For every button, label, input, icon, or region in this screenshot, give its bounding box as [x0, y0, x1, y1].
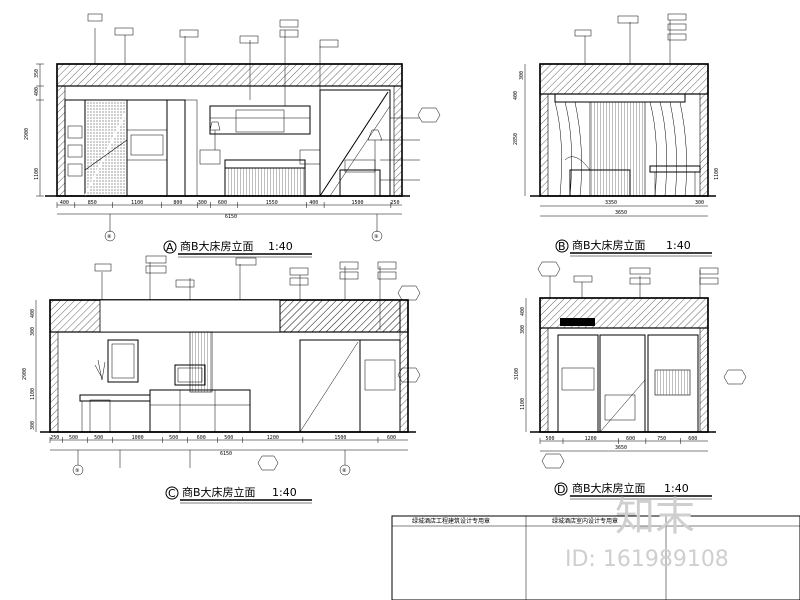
elevation-title: 商B大床房立面: [572, 238, 646, 252]
dim-label: 600: [688, 436, 697, 442]
dim-label: 1500: [334, 435, 346, 441]
grid-marker: ⑨: [374, 234, 379, 240]
title-block-col2: 绿城酒店室内设计专用章: [552, 517, 618, 525]
height-dim: 300: [30, 327, 36, 336]
height-dim: 400: [513, 91, 519, 100]
dim-label: 250: [390, 200, 399, 206]
elevation-letter: A: [166, 241, 174, 254]
height-dim: 350: [34, 69, 40, 78]
elevation-a: 350 400 2900 1100 400 850 1100 800 300 600 155…: [24, 13, 441, 258]
height-dim: 400: [520, 307, 526, 316]
height-dim: 400: [30, 309, 36, 318]
dim-label: 1200: [267, 435, 279, 441]
dim-label: 400: [60, 200, 69, 206]
dim-b: 3350: [605, 200, 617, 206]
height-dim: 1100: [520, 398, 526, 410]
dim-label: 600: [218, 200, 227, 206]
dim-label: 1100: [131, 200, 143, 206]
watermark-id: ID: 161989108: [565, 547, 729, 572]
dim-b: 300: [695, 200, 704, 206]
ceiling-slab: [56, 63, 403, 87]
total-dim: 6150: [225, 214, 237, 220]
dim-label: 850: [88, 200, 97, 206]
dim-label: 500: [224, 435, 233, 441]
dim-label: 1500: [351, 200, 363, 206]
total-dim: 6150: [220, 451, 232, 457]
elevation-letter: B: [558, 240, 566, 253]
dim-label: 600: [197, 435, 206, 441]
height-dim: 400: [34, 87, 40, 96]
elevation-letter: C: [168, 487, 176, 500]
elevation-scale: 1:40: [272, 486, 297, 499]
height-dim: 2900: [24, 128, 30, 140]
dim-label: 750: [657, 436, 666, 442]
dim-label: 600: [387, 435, 396, 441]
height-dim: 300: [30, 421, 36, 430]
dim-label: 1550: [266, 200, 278, 206]
dim-label: 800: [173, 200, 182, 206]
dim-label: 500: [69, 435, 78, 441]
height-dim: 2900: [22, 368, 28, 380]
height-dim: 1100: [34, 168, 40, 180]
elevation-letter: D: [557, 483, 565, 496]
elevation-title: 商B大床房立面: [180, 239, 254, 253]
elevation-b: 300 400 2850 1100 3350 300 3650 B 商B大床房立…: [513, 13, 720, 257]
elevation-title: 商B大床房立面: [182, 485, 256, 499]
total-dim: 3650: [615, 210, 627, 216]
height-dim: 1100: [714, 168, 720, 180]
dim-label: 300: [198, 200, 207, 206]
dim-label: 1200: [585, 436, 597, 442]
dim-label: 500: [546, 436, 555, 442]
height-dim: 3100: [514, 368, 520, 380]
elevation-title: 商B大床房立面: [572, 481, 646, 495]
total-dim: 3650: [615, 445, 627, 451]
grid-marker: ⑧: [342, 468, 347, 474]
grid-marker: ⑧: [107, 234, 112, 240]
height-dim: 1100: [30, 388, 36, 400]
title-block-col1: 绿城酒店工程建筑设计专用章: [412, 517, 490, 525]
height-dim: 2850: [513, 133, 519, 145]
grid-marker: ⑨: [75, 468, 80, 474]
dim-label: 250: [50, 435, 59, 441]
watermark-logo: 知末: [615, 494, 695, 540]
elevation-c: 400 300 2900 1100 300 250 500 500 1000 500 60…: [22, 255, 421, 504]
title-block: 绿城酒店工程建筑设计专用章 绿城酒店室内设计专用章: [391, 515, 800, 600]
dim-label: 500: [94, 435, 103, 441]
elevation-scale: 1:40: [664, 482, 689, 495]
elevation-scale: 1:40: [268, 240, 293, 253]
dim-label: 500: [169, 435, 178, 441]
dim-label: 1000: [132, 435, 144, 441]
height-dim: 300: [520, 325, 526, 334]
dim-label: 400: [309, 200, 318, 206]
watermark: 知末 ID: 161989108: [565, 494, 729, 572]
dim-label: 600: [626, 436, 635, 442]
elevation-scale: 1:40: [666, 239, 691, 252]
height-dim: 300: [519, 71, 525, 80]
